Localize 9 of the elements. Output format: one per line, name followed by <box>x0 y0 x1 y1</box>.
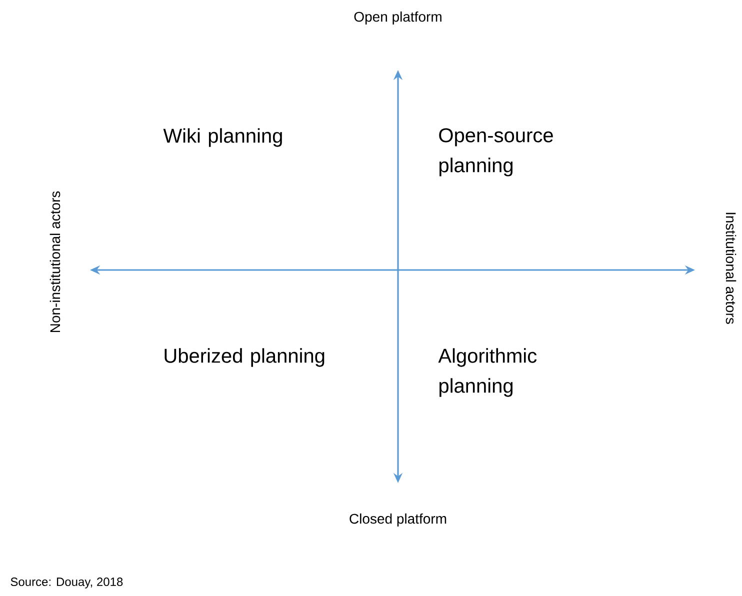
quadrant-label: Algorithmic planning <box>438 348 537 397</box>
quadrant-label: Open-source planning <box>439 128 553 176</box>
quadrant-label: Uberized planning <box>164 348 324 367</box>
source-note: Source: Douay, 2018 <box>10 578 123 588</box>
axis-label: Closed platform <box>350 513 446 526</box>
quadrant-label: Wiki planning <box>163 128 282 147</box>
axis-label: Non-institutional actors <box>50 191 60 332</box>
axis-label: Institutional actors <box>726 212 736 324</box>
axis-label: Open platform <box>354 11 442 24</box>
